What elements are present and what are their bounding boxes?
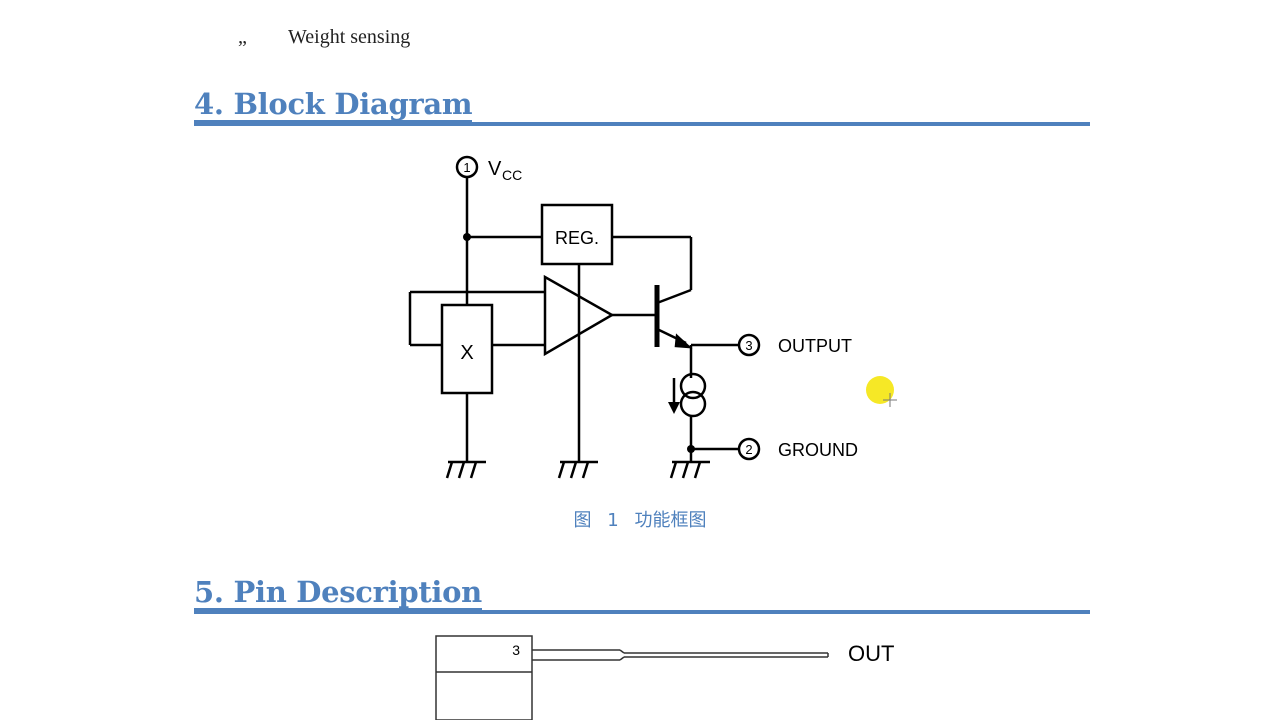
junction-dot-reg [463,233,471,241]
current-direction-arrow [668,402,680,414]
ground-label: GROUND [778,440,858,460]
crosshair-cursor-icon [883,393,897,407]
package-body [435,635,533,720]
list-bullet: „ [238,26,247,48]
cursor-highlight [866,376,894,404]
figure-caption: 图 1 功能框图 [0,506,1280,532]
current-source-lower [679,390,707,418]
out-label: OUT [848,641,894,666]
junction-dot-ground [687,445,695,453]
vcc-label: V [488,158,502,180]
current-source-upper [679,372,707,400]
block-diagram: 1 V CC REG. X 3 OUTPUT 2 GROUND [408,155,858,479]
pin-drawing: 3 OUT [435,635,894,720]
pin-description-heading: 5. Pin Description [194,574,1090,614]
pin3-number: 3 [745,338,752,353]
previous-list-item: „ Weight sensing [230,22,470,48]
block-diagram-heading: 4. Block Diagram [194,86,1090,126]
block-diagram-title: 4. Block Diagram [194,87,473,122]
regulator-label: REG. [555,228,599,248]
regulator-block [540,203,614,266]
emitter-arrow [674,333,693,349]
pin2-circle [737,437,761,461]
vcc-subscript: CC [502,167,522,183]
package-pin-number: 3 [512,642,520,658]
list-item-text: Weight sensing [288,26,411,48]
amplifier-triangle [543,274,615,357]
multiplier-block [440,303,494,395]
multiplier-label: X [460,342,473,364]
caption-text: 功能框图 [634,510,707,531]
caption-prefix: 图 [573,510,592,531]
output-label: OUTPUT [778,336,852,356]
pin1-number: 1 [463,160,470,175]
caption-number: 1 [607,510,619,531]
pin3-circle [737,333,761,357]
pin-description-title: 5. Pin Description [194,575,482,610]
pin2-number: 2 [745,442,752,457]
